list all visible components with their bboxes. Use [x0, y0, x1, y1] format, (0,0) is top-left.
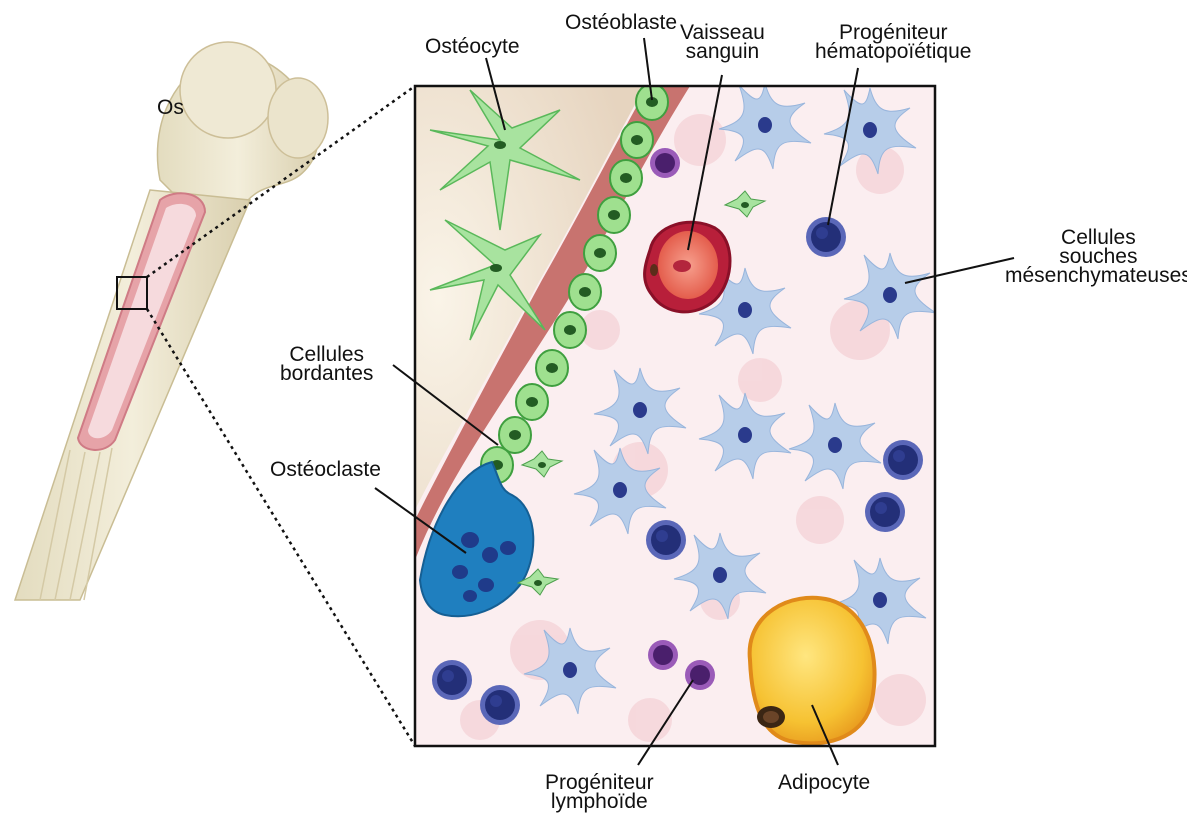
- label-progeniteur-lympho: Progéniteur lymphoïde: [545, 773, 654, 811]
- label-adipocyte: Adipocyte: [778, 773, 870, 792]
- adipocyte-cell: [750, 598, 875, 744]
- label-os: Os: [157, 98, 184, 117]
- label-cellules-souches: Cellules souches mésenchymateuses: [1005, 228, 1187, 285]
- blood-vessel: [645, 222, 730, 312]
- label-osteoblaste: Ostéoblaste: [565, 13, 677, 32]
- label-vaisseau: Vaisseau sanguin: [680, 23, 765, 61]
- label-osteoclaste: Ostéoclaste: [270, 460, 381, 479]
- bone-icon: [15, 42, 328, 600]
- label-cellules-bordantes: Cellules bordantes: [280, 345, 373, 383]
- detail-panel: [415, 83, 936, 746]
- label-osteocyte: Ostéocyte: [425, 37, 520, 56]
- label-progeniteur-hemato: Progéniteur hématopoïétique: [815, 23, 971, 61]
